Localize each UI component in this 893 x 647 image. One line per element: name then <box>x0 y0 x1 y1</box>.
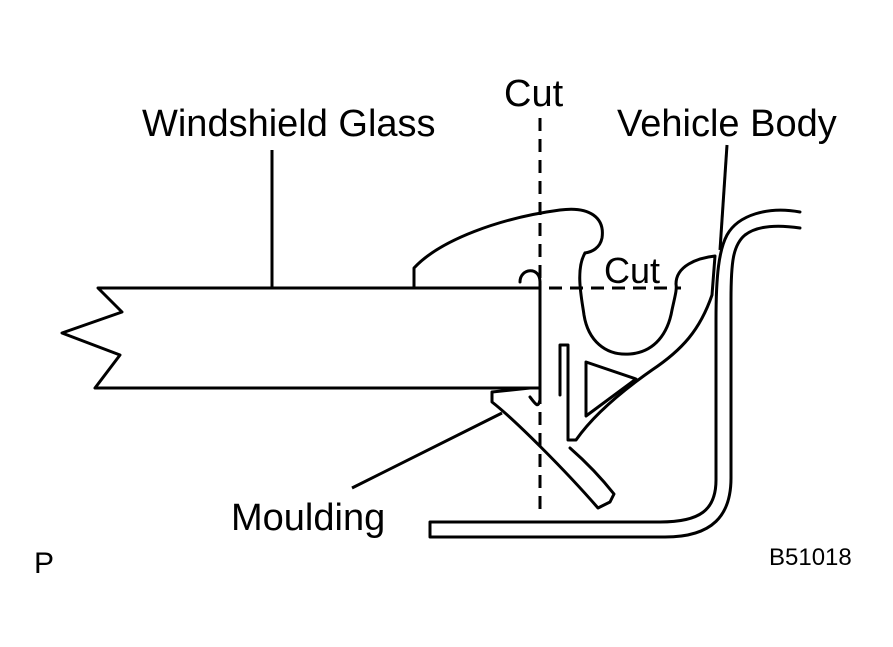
windshield-glass-pane <box>60 286 542 390</box>
windshield-glass-label: Windshield Glass <box>142 103 436 145</box>
vehicle-body-label: Vehicle Body <box>617 103 837 145</box>
cut-label-vertical: Cut <box>504 73 564 115</box>
moulding-lower-flange <box>490 386 616 510</box>
vehicle-body-leader <box>718 144 729 251</box>
moulding-triangle-cavity <box>584 360 638 418</box>
cut-label-horizontal: Cut <box>604 250 660 291</box>
figure-code: B51018 <box>769 544 852 571</box>
moulding-label: Moulding <box>231 497 385 539</box>
vehicle-body-panel <box>428 208 802 539</box>
corner-mark: P <box>34 547 54 580</box>
moulding-edge-bump <box>518 269 542 284</box>
moulding-upper-lip <box>412 207 604 290</box>
moulding-leader <box>351 411 503 490</box>
